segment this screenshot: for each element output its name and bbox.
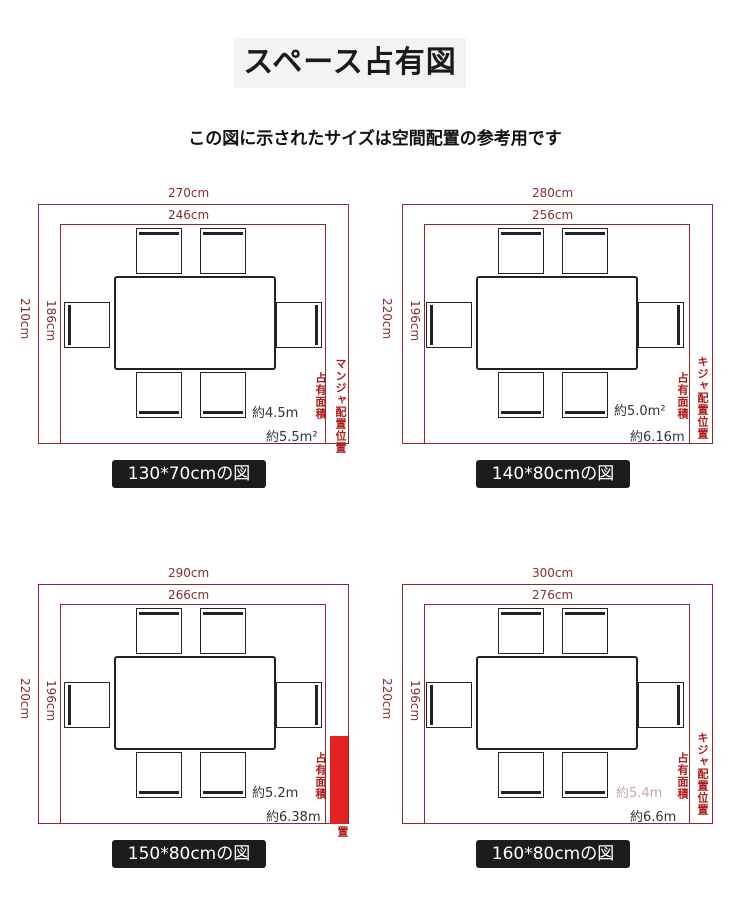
chair-right (638, 302, 684, 348)
inner-boundary (424, 604, 690, 824)
inner-width-label: 256cm (532, 208, 574, 222)
chair-bottom-left (498, 372, 544, 418)
diagram-panel-1: 270cm 246cm 210cm 186cm 約4.5m 約5.5m² 占有面… (18, 186, 358, 516)
outer-height-label: 210cm (18, 298, 32, 340)
inner-boundary (60, 604, 326, 824)
chair-left (426, 682, 472, 728)
area-inner: 約5.4m (616, 786, 663, 801)
dining-table (114, 656, 276, 750)
chair-top-left (136, 608, 182, 654)
occupied-area-label: 占有面積 (314, 752, 327, 800)
area-inner: 約5.2m (252, 786, 299, 801)
outer-height-label: 220cm (18, 678, 32, 720)
inner-boundary (424, 224, 690, 444)
inner-height-label: 196cm (408, 680, 422, 722)
dining-table (476, 276, 638, 370)
placement-position-label: マンジャ配置位置 (334, 358, 347, 454)
diagram-panel-4: 300cm 276cm 220cm 196cm 約5.4m 約6.6m 占有面積… (380, 566, 720, 896)
chair-left (426, 302, 472, 348)
area-inner: 約4.5m (252, 406, 299, 421)
caption-1: 130*70cmの図 (112, 460, 266, 488)
placement-position-label: キジャ配置位置 (696, 732, 709, 816)
area-outer: 約6.16m (630, 430, 685, 445)
area-outer: 約6.38m (266, 810, 321, 825)
outer-height-label: 220cm (380, 678, 394, 720)
chair-top-right (562, 608, 608, 654)
chair-right (638, 682, 684, 728)
area-inner: 約5.0m² (614, 404, 666, 419)
dining-table (114, 276, 276, 370)
chair-top-left (136, 228, 182, 274)
diagram-panel-3: 290cm 266cm 220cm 196cm 約5.2m 約6.38m 占有面… (18, 566, 358, 896)
outer-height-label: 220cm (380, 298, 394, 340)
chair-bottom-left (498, 752, 544, 798)
diagram-panel-2: 280cm 256cm 220cm 196cm 約5.0m² 約6.16m 占有… (380, 186, 720, 516)
outer-width-label: 290cm (168, 566, 210, 580)
chair-left (64, 682, 110, 728)
inner-height-label: 196cm (408, 300, 422, 342)
outer-width-label: 300cm (532, 566, 574, 580)
inner-width-label: 266cm (168, 588, 210, 602)
chair-bottom-right (562, 752, 608, 798)
inner-height-label: 186cm (44, 300, 58, 342)
chair-bottom-right (200, 372, 246, 418)
inner-boundary (60, 224, 326, 444)
chair-right (276, 682, 322, 728)
inner-width-label: 246cm (168, 208, 210, 222)
dining-table (476, 656, 638, 750)
chair-top-left (498, 228, 544, 274)
placement-position-label: 置 (336, 826, 349, 838)
area-outer: 約5.5m² (266, 430, 318, 445)
caption-3: 150*80cmの図 (112, 840, 266, 868)
occupied-area-label: 占有面積 (676, 372, 689, 420)
placement-position-label: キジャ配置位置 (696, 356, 709, 440)
occupied-area-label: 占有面積 (676, 752, 689, 800)
chair-top-right (200, 228, 246, 274)
chair-bottom-left (136, 752, 182, 798)
area-outer: 約6.6m (630, 810, 677, 825)
inner-height-label: 196cm (44, 680, 58, 722)
page-title: スペース占有図 (234, 38, 466, 88)
chair-top-right (562, 228, 608, 274)
outer-width-label: 280cm (532, 186, 574, 200)
chair-top-left (498, 608, 544, 654)
chair-bottom-left (136, 372, 182, 418)
caption-4: 160*80cmの図 (476, 840, 630, 868)
chair-top-right (200, 608, 246, 654)
occupied-area-label: 占有面積 (314, 372, 327, 420)
chair-right (276, 302, 322, 348)
chair-bottom-right (562, 372, 608, 418)
inner-width-label: 276cm (532, 588, 574, 602)
chair-bottom-right (200, 752, 246, 798)
outer-width-label: 270cm (168, 186, 210, 200)
highlight-bar (330, 736, 348, 824)
page-subtitle: この図に示されたサイズは空間配置の参考用です (188, 129, 562, 149)
caption-2: 140*80cmの図 (476, 460, 630, 488)
chair-left (64, 302, 110, 348)
